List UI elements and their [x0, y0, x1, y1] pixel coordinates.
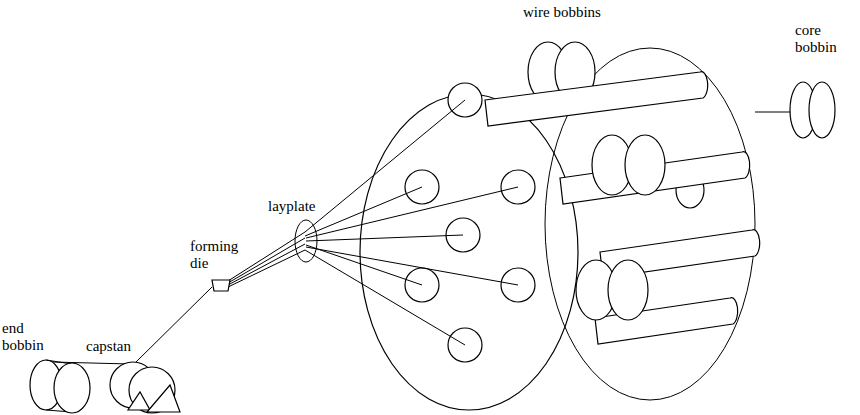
- front-disc: [360, 94, 578, 410]
- wire: [306, 235, 463, 241]
- part-label: core bobbin: [795, 22, 847, 56]
- part-label: layplate: [268, 198, 315, 215]
- wire-bobbin-flange: [625, 135, 665, 195]
- wire-bobbin-flange: [608, 260, 648, 320]
- capstan-stand: [128, 392, 150, 410]
- wire: [228, 238, 305, 283]
- part-label: forming die: [190, 238, 250, 272]
- bobbin-bar: [485, 72, 708, 126]
- wire: [306, 247, 518, 285]
- capstan-stand: [147, 385, 180, 412]
- forming-die-shape: [212, 280, 230, 291]
- end-bobbin-flange: [54, 363, 90, 413]
- wire: [305, 187, 422, 236]
- core-bobbin-flange: [809, 82, 835, 138]
- part-label: wire bobbins: [523, 4, 601, 21]
- strand: [136, 287, 212, 362]
- wires: [228, 100, 518, 345]
- wire: [228, 244, 305, 285]
- wire: [305, 250, 465, 345]
- wire: [305, 100, 465, 232]
- wire: [228, 250, 305, 287]
- part-label: capstan: [86, 338, 131, 355]
- layplate-disc: [295, 220, 317, 262]
- wire: [228, 232, 305, 281]
- part-label: end bobbin: [2, 320, 52, 354]
- wire: [306, 187, 518, 238]
